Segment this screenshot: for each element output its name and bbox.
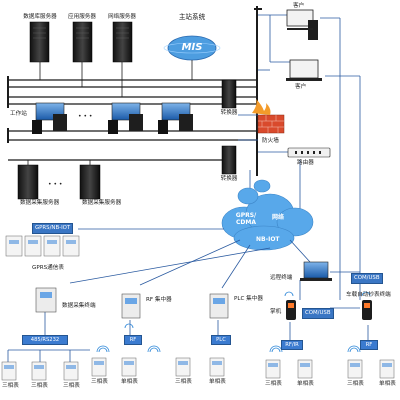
meter-label-4: 单相表 bbox=[121, 379, 138, 385]
meter-label-10: 单相表 bbox=[379, 381, 396, 387]
collect-server-label-2: 数据采集服务器 bbox=[82, 200, 122, 206]
application-server-label: 应用服务器 bbox=[68, 14, 96, 20]
firewall-label: 防火墙 bbox=[262, 138, 279, 144]
rf-tag: RF bbox=[124, 335, 142, 345]
converter-top-label: 转换器 bbox=[220, 110, 238, 116]
onboard-reader-label: 车载自动抄表终端 bbox=[346, 292, 391, 298]
master-system-title: 主站系统 bbox=[178, 13, 206, 21]
cloud-internet: 网络 bbox=[272, 214, 285, 221]
meter-label-7: 三相表 bbox=[175, 379, 192, 385]
handheld-label: 掌机 bbox=[270, 309, 282, 315]
meter-label-2: 三相表 bbox=[31, 383, 48, 389]
collect-server-label-1: 数据采集服务器 bbox=[20, 200, 60, 206]
rs485-tag: 485/RS232 bbox=[22, 335, 68, 345]
gprs-meter-label: GPRS通信表 bbox=[32, 265, 64, 271]
plc-concentrator-label: PLC 集中器 bbox=[234, 296, 263, 302]
plc-tag: PLC bbox=[211, 335, 231, 345]
router-label: 路由器 bbox=[297, 160, 314, 166]
rfir-tag: RF/IR bbox=[281, 340, 303, 350]
workstation-label: 工作站 bbox=[10, 111, 27, 117]
meter-label-6: 单相表 bbox=[209, 379, 226, 385]
rf-concentrator-label: RF 集中器 bbox=[146, 297, 172, 303]
meter-label-1: 三相表 bbox=[2, 383, 19, 389]
rf-tag-2: RF bbox=[360, 340, 378, 350]
database-server-label: 数据库服务器 bbox=[23, 14, 57, 20]
com-usb-box-1: COM/USB bbox=[351, 273, 383, 284]
cloud-nbiot: NB-IOT bbox=[256, 236, 280, 243]
meter-label-11: 三相表 bbox=[347, 381, 364, 387]
mis-logo: MIS bbox=[181, 42, 203, 53]
com-usb-box-2: COM/USB bbox=[302, 308, 334, 319]
meter-label-5: 三相表 bbox=[91, 379, 108, 385]
network-server-label: 网络服务器 bbox=[108, 14, 136, 20]
meter-label-3: 三相表 bbox=[63, 383, 80, 389]
ellipsis-servers: • • • bbox=[48, 181, 63, 188]
ellipsis-workstations: • • • bbox=[78, 113, 93, 120]
converter-bottom-label: 转换器 bbox=[220, 176, 238, 182]
remote-terminal-label: 远程终端 bbox=[270, 275, 293, 281]
client-bottom-label: 客户 bbox=[295, 84, 307, 90]
meter-label-8: 单相表 bbox=[297, 381, 314, 387]
collector-terminal-label: 数据采集终端 bbox=[62, 303, 96, 309]
cloud-gprs-cdma: GPRS/ CDMA bbox=[235, 212, 257, 226]
meter-label-9: 三相表 bbox=[265, 381, 282, 387]
gprs-nbiot-box: GPRS/NB-IOT bbox=[32, 223, 74, 234]
client-top-label: 客户 bbox=[293, 3, 305, 9]
